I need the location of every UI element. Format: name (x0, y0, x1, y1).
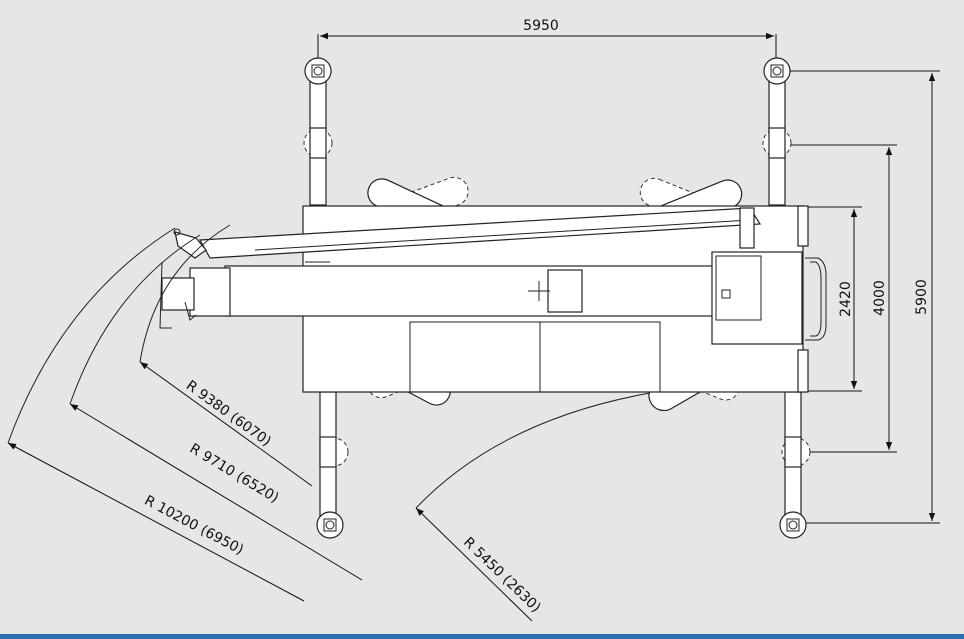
dimension-label-5950: 5950 (523, 18, 559, 34)
outrigger-left-bottom (316, 391, 349, 539)
radius-label-9710: R 9710 (6520) (187, 441, 282, 507)
radius-leader-5450: R 5450 (2630) (415, 507, 544, 622)
bottom-accent-bar (0, 634, 964, 639)
dimension-label-4000: 4000 (872, 280, 888, 316)
radius-label-10200: R 10200 (6950) (142, 493, 246, 559)
outrigger-right-bottom (779, 391, 811, 539)
radius-arcs (7, 224, 651, 509)
dimension-2420: 2420 (805, 206, 862, 392)
dimension-5900: 5900 (790, 70, 940, 524)
dimension-5950: 5950 (317, 18, 777, 64)
dimension-label-2420: 2420 (838, 281, 854, 317)
dimension-4000: 4000 (790, 144, 897, 453)
radius-label-9380: R 9380 (6070) (183, 378, 274, 450)
radius-leader-10200: R 10200 (6950) (7, 442, 305, 602)
main-boom (159, 251, 803, 345)
dimension-label-5900: 5900 (914, 279, 930, 315)
jib (173, 207, 762, 263)
radius-label-5450: R 5450 (2630) (460, 534, 544, 616)
outrigger-left-top (303, 57, 333, 206)
outrigger-right-top (762, 57, 792, 206)
